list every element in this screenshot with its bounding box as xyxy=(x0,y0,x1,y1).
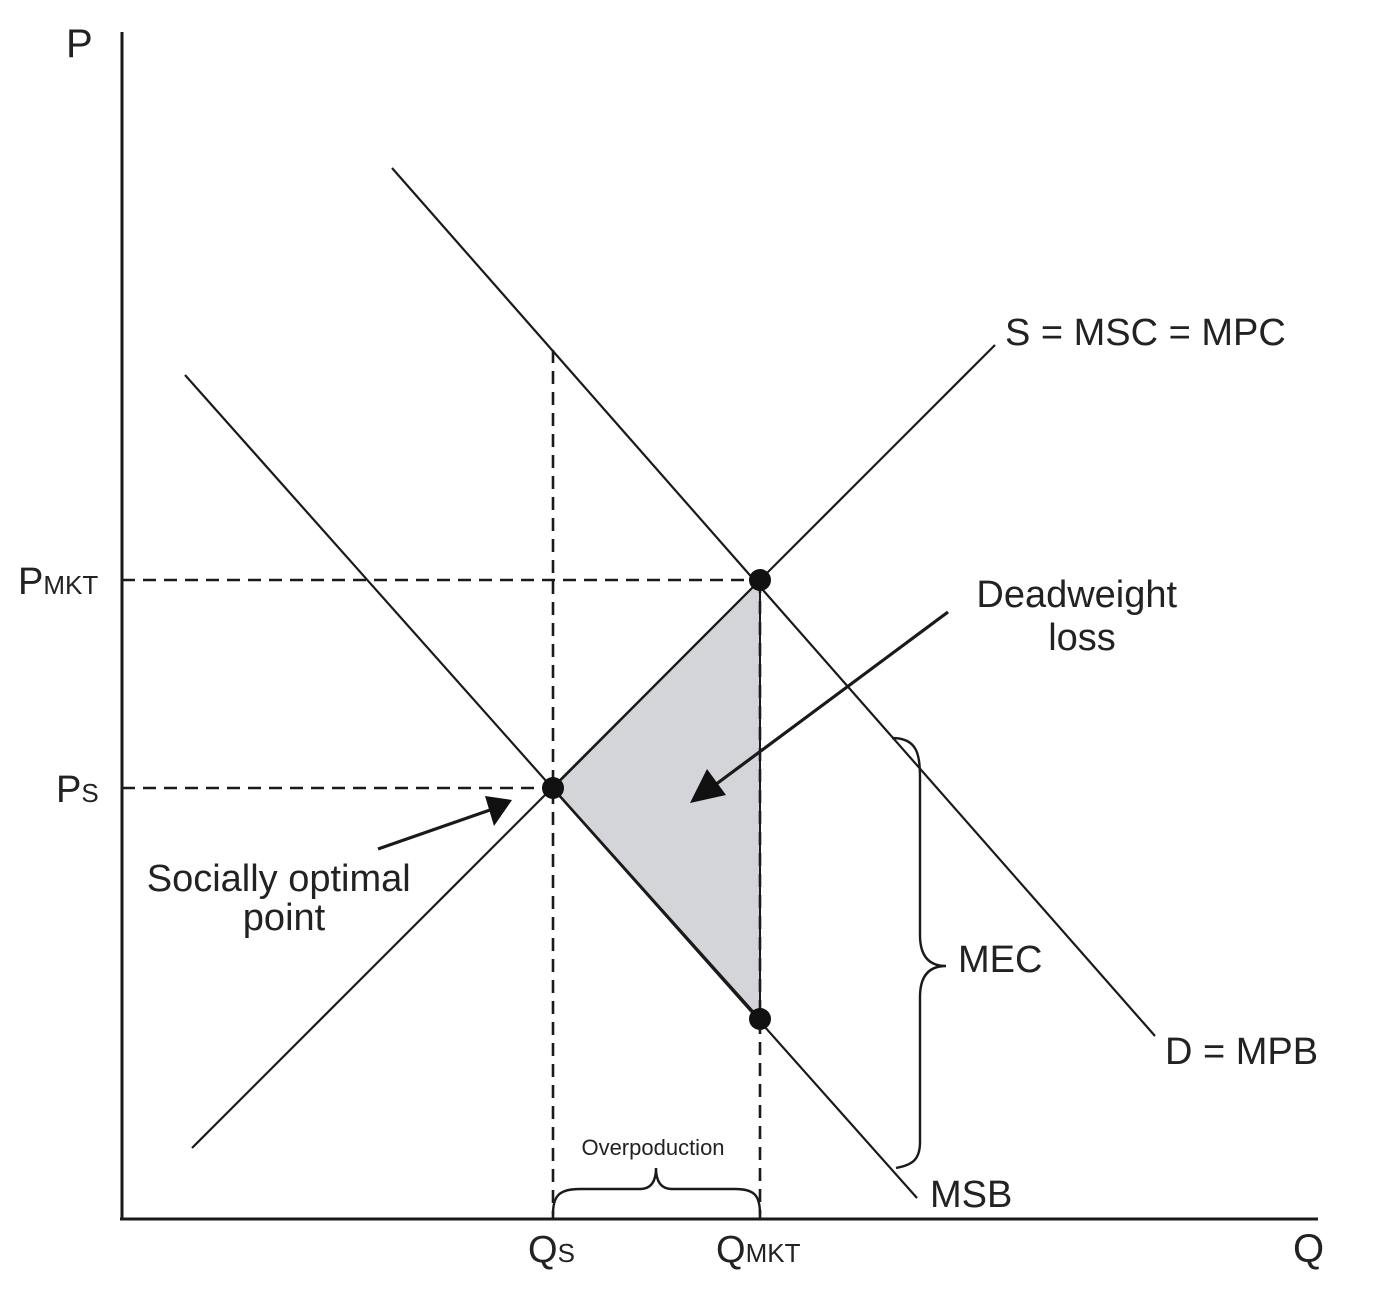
msb-curve-label: MSB xyxy=(930,1174,1012,1216)
socially-optimal-label: Socially optimal point xyxy=(147,858,422,939)
supply-curve-label: S = MSC = MPC xyxy=(1005,312,1286,354)
demand-curve-label: D = MPB xyxy=(1165,1031,1318,1073)
socially-optimal-point xyxy=(542,777,564,799)
overproduction-brace xyxy=(551,1167,762,1215)
supply-curve xyxy=(191,344,996,1149)
x-axis-label: Q xyxy=(1293,1227,1324,1271)
mec-label: MEC xyxy=(958,939,1042,981)
msb-at-qmkt-point xyxy=(749,1008,771,1030)
p-mkt-label: PMKT xyxy=(18,561,98,603)
deadweight-loss-area xyxy=(551,577,761,1022)
q-s-label: QS xyxy=(528,1229,575,1271)
overproduction-label: Overpoduction xyxy=(581,1135,724,1160)
mec-brace xyxy=(891,736,947,1170)
p-s-label: PS xyxy=(56,769,99,811)
deadweight-arrow-shaft xyxy=(714,610,949,787)
deadweight-loss-label: Deadweight loss xyxy=(976,574,1187,659)
market-equilibrium-point xyxy=(749,569,771,591)
y-axis-label: P xyxy=(66,22,93,66)
deadweight-arrowhead xyxy=(690,769,726,803)
optimal-arrow-shaft xyxy=(377,808,491,851)
q-mkt-label: QMKT xyxy=(716,1229,801,1271)
optimal-arrowhead xyxy=(485,796,512,826)
demand-curve xyxy=(391,167,1156,1037)
